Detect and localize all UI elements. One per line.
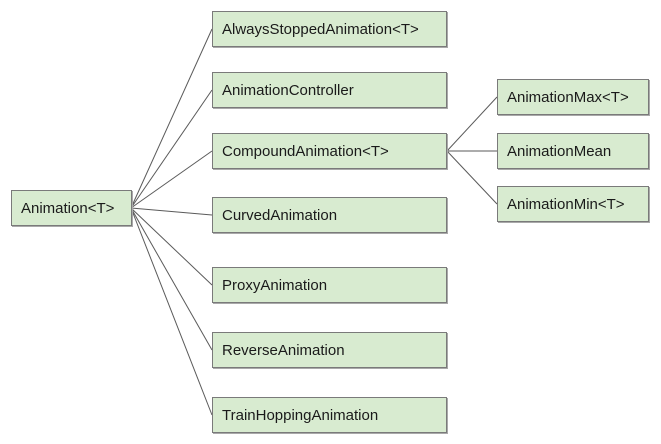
- connector-root-curvedanimation: [130, 207, 213, 216]
- node-animation-controller: AnimationController: [212, 72, 447, 108]
- node-train-hopping-animation: TrainHoppingAnimation: [212, 397, 447, 433]
- connector-root-proxyanimation: [130, 207, 213, 286]
- node-animation-min: AnimationMin<T>: [497, 186, 649, 222]
- node-reverse-animation: ReverseAnimation: [212, 332, 447, 368]
- connector-root-reverseanimation: [130, 207, 213, 351]
- node-proxy-animation: ProxyAnimation: [212, 267, 447, 303]
- connector-root-alwaysstopped: [130, 28, 213, 209]
- node-compound-animation: CompoundAnimation<T>: [212, 133, 447, 169]
- connector-root-trainhoppinganimation: [130, 207, 213, 416]
- node-always-stopped-animation: AlwaysStoppedAnimation<T>: [212, 11, 447, 47]
- node-animation-max: AnimationMax<T>: [497, 79, 649, 115]
- node-curved-animation: CurvedAnimation: [212, 197, 447, 233]
- connector-root-animationcontroller: [130, 89, 213, 209]
- node-animation-root: Animation<T>: [11, 190, 132, 226]
- connector-compound-animationmin: [446, 150, 498, 205]
- connector-compound-animationmax: [446, 96, 498, 152]
- node-animation-mean: AnimationMean: [497, 133, 649, 169]
- connector-root-compoundanimation: [130, 150, 213, 209]
